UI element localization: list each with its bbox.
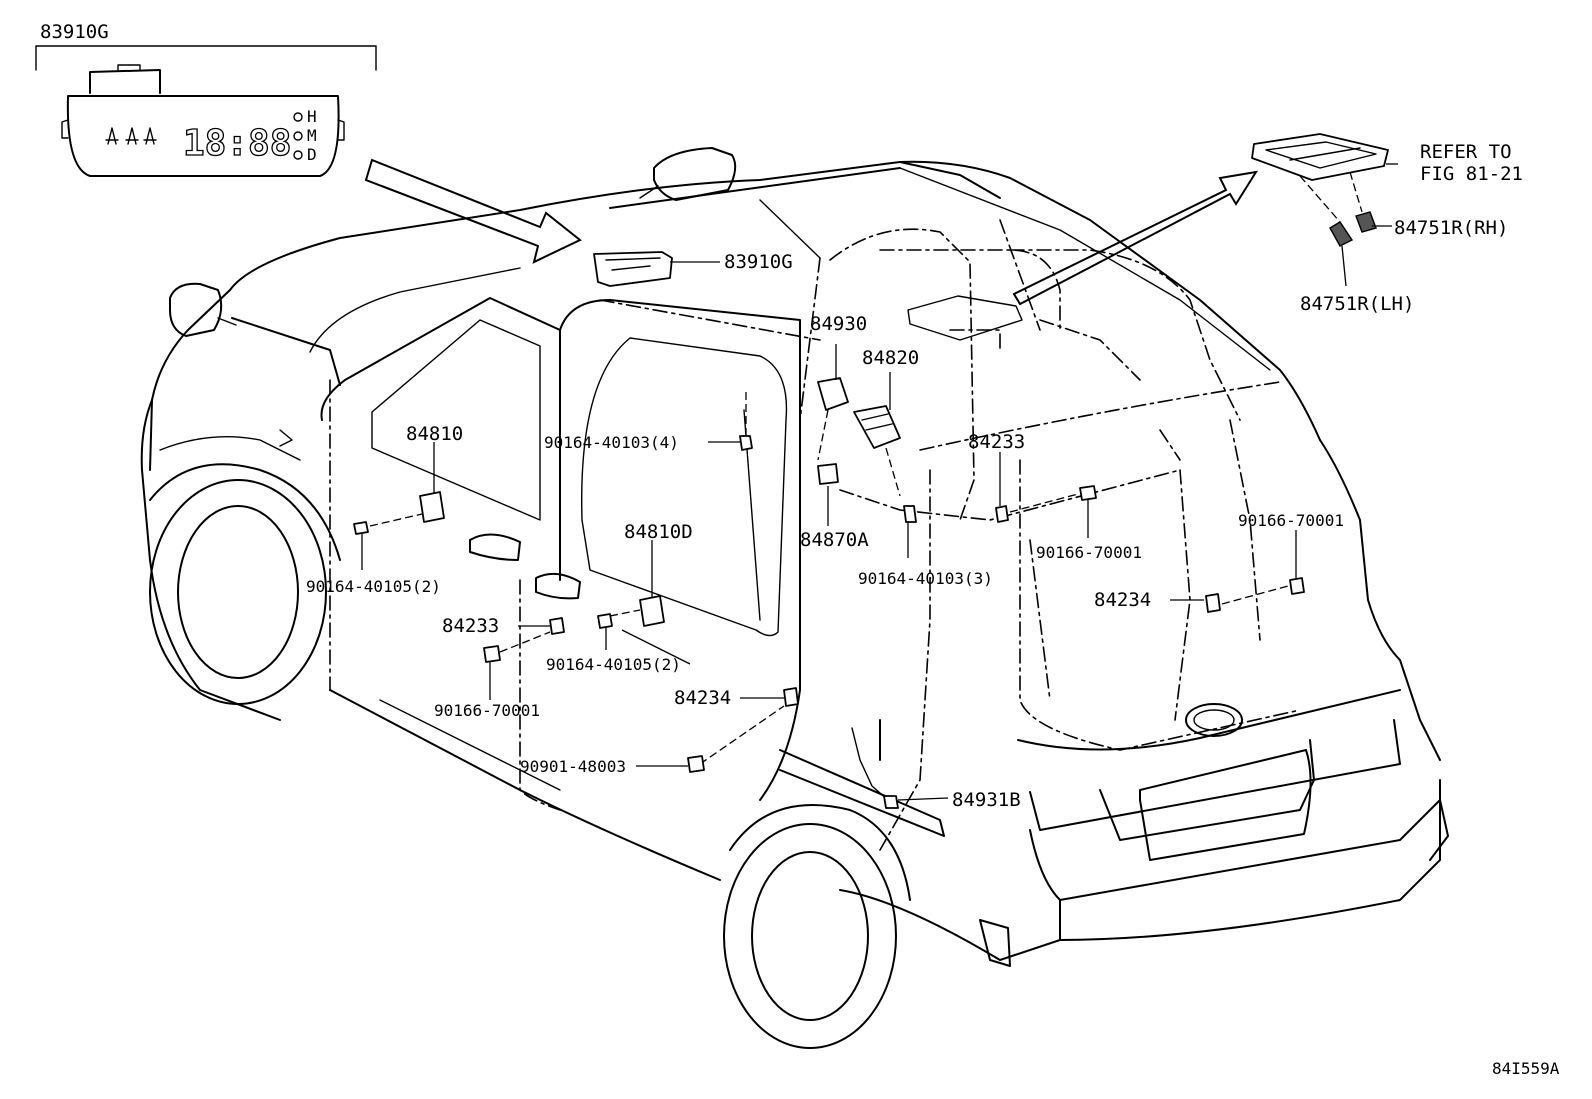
front-door-handle bbox=[469, 533, 521, 561]
callout-84233-front: 84233 bbox=[442, 615, 499, 637]
switch-84810 bbox=[419, 491, 445, 523]
roof-rail bbox=[899, 167, 1271, 371]
screw bbox=[353, 521, 369, 535]
callout-84234-mid: 84234 bbox=[674, 687, 731, 709]
switch-84810d bbox=[639, 595, 665, 627]
inset-connector bbox=[89, 69, 161, 94]
rear-pillar bbox=[1319, 439, 1441, 761]
left-mirror bbox=[169, 282, 223, 337]
roof-line bbox=[229, 160, 1321, 441]
right-mirror bbox=[653, 147, 737, 201]
screw bbox=[1289, 577, 1305, 595]
front-end bbox=[140, 399, 281, 721]
seat-heater-icons bbox=[105, 127, 157, 145]
clip-84234 bbox=[1205, 593, 1221, 613]
svg-text:H: H bbox=[307, 107, 317, 126]
license-plate-recess bbox=[1139, 749, 1312, 861]
svg-text:M: M bbox=[307, 126, 317, 145]
inset-clock-unit: 83910G 18:88 H M D bbox=[35, 21, 377, 177]
indicator-dot bbox=[293, 112, 303, 122]
rear-reflector bbox=[979, 919, 1011, 967]
small-parts bbox=[353, 251, 1305, 809]
clip-84234 bbox=[783, 687, 799, 707]
callout-84810: 84810 bbox=[406, 423, 463, 445]
courtesy-switch-rh bbox=[1355, 211, 1377, 233]
callout-90901-48003: 90901-48003 bbox=[520, 757, 626, 776]
windshield-pillar bbox=[149, 289, 231, 471]
screw bbox=[597, 613, 613, 629]
callout-84751r-lh: 84751R(LH) bbox=[1300, 293, 1414, 315]
seat-icon bbox=[105, 127, 119, 145]
rear-hatch-upper bbox=[1017, 689, 1401, 751]
rear-door-handle bbox=[535, 572, 581, 600]
seat-icon bbox=[125, 127, 139, 145]
harness-84931b bbox=[851, 727, 889, 801]
overhead-console bbox=[593, 251, 673, 287]
callout-labels: 83910G REFER TO FIG 81-21 84751R(RH) 847… bbox=[306, 141, 1560, 1078]
callout-90164-40103-3: 90164-40103(3) bbox=[858, 569, 993, 588]
callout-84233-rear: 84233 bbox=[968, 431, 1025, 453]
screw bbox=[903, 505, 917, 523]
rear-bumper-top bbox=[1029, 799, 1441, 901]
roof-module-pad bbox=[907, 295, 1023, 341]
inset-indicator-column: H M D bbox=[293, 107, 317, 164]
callout-90166-70001-mid: 90166-70001 bbox=[1036, 543, 1142, 562]
clip-84233 bbox=[549, 617, 565, 635]
indicator-dot bbox=[293, 131, 303, 141]
callout-84820: 84820 bbox=[862, 347, 919, 369]
callout-90164-40103-4: 90164-40103(4) bbox=[544, 433, 679, 452]
vehicle-body bbox=[140, 147, 1449, 1049]
roof-ecu-module bbox=[1251, 133, 1398, 287]
callout-90164-40105-2-front: 90164-40105(2) bbox=[306, 577, 441, 596]
callout-84931b: 84931B bbox=[952, 789, 1021, 811]
switch-84930 bbox=[817, 377, 849, 411]
callout-83910g: 83910G bbox=[724, 251, 793, 273]
seat-icon bbox=[143, 127, 157, 145]
screw bbox=[687, 755, 705, 773]
courtesy-switch-lh bbox=[1329, 221, 1354, 247]
clip-84233 bbox=[995, 505, 1009, 523]
callout-90166-70001-front: 90166-70001 bbox=[434, 701, 540, 720]
callout-84810d: 84810D bbox=[624, 521, 693, 543]
front-wheel bbox=[149, 463, 341, 705]
screw bbox=[483, 645, 501, 663]
side-step bbox=[779, 749, 945, 837]
svg-text:D: D bbox=[307, 145, 317, 164]
callout-84870a: 84870A bbox=[800, 529, 869, 551]
front-door-window bbox=[371, 319, 541, 521]
screw bbox=[1079, 485, 1097, 501]
rear-hatch-garnish bbox=[1029, 719, 1401, 831]
callout-84234-rear: 84234 bbox=[1094, 589, 1151, 611]
front-door-frame bbox=[320, 297, 561, 581]
figure-code: 84I559A bbox=[1492, 1059, 1560, 1078]
callout-84930: 84930 bbox=[810, 313, 867, 335]
inset-clock-display: 18:88 bbox=[183, 123, 291, 164]
callout-90164-40105-2-rear: 90164-40105(2) bbox=[546, 655, 681, 674]
switch-84870a bbox=[817, 463, 839, 485]
callout-90166-70001-rear: 90166-70001 bbox=[1238, 511, 1344, 530]
indicator-dot bbox=[293, 150, 303, 160]
inset-housing bbox=[66, 95, 340, 177]
side-sill bbox=[329, 689, 721, 881]
rear-emblem bbox=[1185, 703, 1243, 737]
inset-bracket bbox=[35, 45, 377, 71]
refer-note-line1: REFER TO bbox=[1420, 141, 1512, 163]
screw bbox=[739, 435, 753, 451]
pointer-arrow-clock bbox=[364, 158, 582, 264]
callout-84751r-rh: 84751R(RH) bbox=[1394, 217, 1508, 239]
pointer-arrow-module bbox=[1012, 170, 1259, 306]
rear-wheel bbox=[723, 804, 911, 1049]
refer-note-line2: FIG 81-21 bbox=[1420, 163, 1523, 185]
c-pillar bbox=[799, 257, 821, 691]
inset-part-label: 83910G bbox=[40, 21, 109, 43]
rear-door-window bbox=[581, 337, 788, 637]
rear-door-frame bbox=[559, 299, 801, 801]
